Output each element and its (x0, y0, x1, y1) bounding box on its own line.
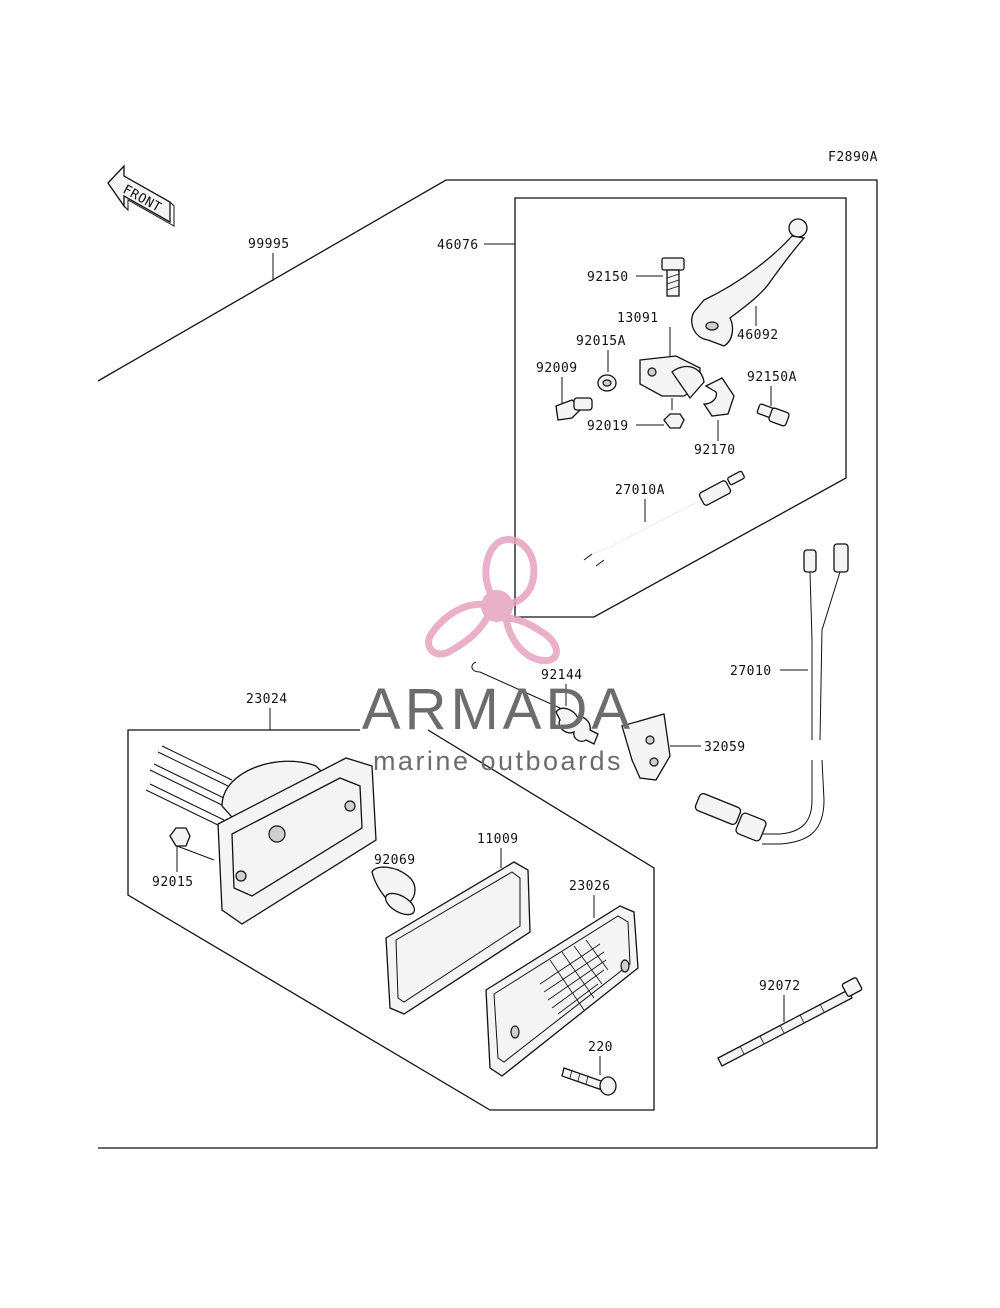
label-92144: 92144 (541, 668, 583, 683)
label-92170: 92170 (694, 443, 736, 458)
label-46092: 46092 (737, 328, 779, 343)
label-92015: 92015 (152, 875, 194, 890)
lens-pattern (539, 939, 609, 1015)
lever-kit-outline (514, 197, 847, 618)
bolt-92150 (661, 257, 685, 297)
gasket-11009 (385, 861, 531, 1015)
label-92150A: 92150A (747, 370, 797, 385)
lens-23026 (485, 905, 639, 1077)
harness-27010 (694, 543, 849, 845)
cable-tie-92072 (717, 977, 863, 1067)
diagram-code: F2890A (828, 150, 878, 165)
label-11009: 11009 (477, 832, 519, 847)
switch-cable-27010A (583, 470, 745, 567)
screw-220 (561, 1067, 617, 1096)
spring-92144 (471, 661, 599, 745)
screw-92150A (756, 403, 790, 427)
label-23024: 23024 (246, 692, 288, 707)
label-220: 220 (588, 1040, 613, 1055)
watermark-brand: ARMADA (362, 677, 634, 742)
front-arrow-icon: FRONT (107, 164, 175, 227)
label-32059: 32059 (704, 740, 746, 755)
nut-92019 (663, 398, 685, 429)
label-99995: 99995 (248, 237, 290, 252)
watermark-tagline: marine outboards (373, 746, 623, 776)
label-46076: 46076 (437, 238, 479, 253)
propeller-logo-icon (425, 536, 560, 664)
label-27010: 27010 (730, 664, 772, 679)
label-27010A: 27010A (615, 483, 665, 498)
label-92009: 92009 (536, 361, 578, 376)
nut-92015 (169, 827, 191, 847)
label-92072: 92072 (759, 979, 801, 994)
label-13091: 13091 (617, 311, 659, 326)
label-92069: 92069 (374, 853, 416, 868)
label-92150: 92150 (587, 270, 629, 285)
clamp-92170 (702, 377, 735, 417)
holder-13091 (639, 355, 705, 400)
lamp-housing-23024 (145, 745, 377, 925)
assembly-outline (97, 179, 878, 1149)
screw-92009 (555, 397, 593, 421)
lamp-kit-outline (127, 729, 655, 1111)
lever-46092 (691, 218, 808, 347)
bracket-32059 (621, 713, 671, 781)
bulb-92069 (371, 866, 416, 916)
label-92015A: 92015A (576, 334, 626, 349)
label-92019: 92019 (587, 419, 629, 434)
label-23026: 23026 (569, 879, 611, 894)
washer-92015A (597, 374, 617, 392)
armada-watermark: ARMADA marine outboards (362, 536, 634, 776)
